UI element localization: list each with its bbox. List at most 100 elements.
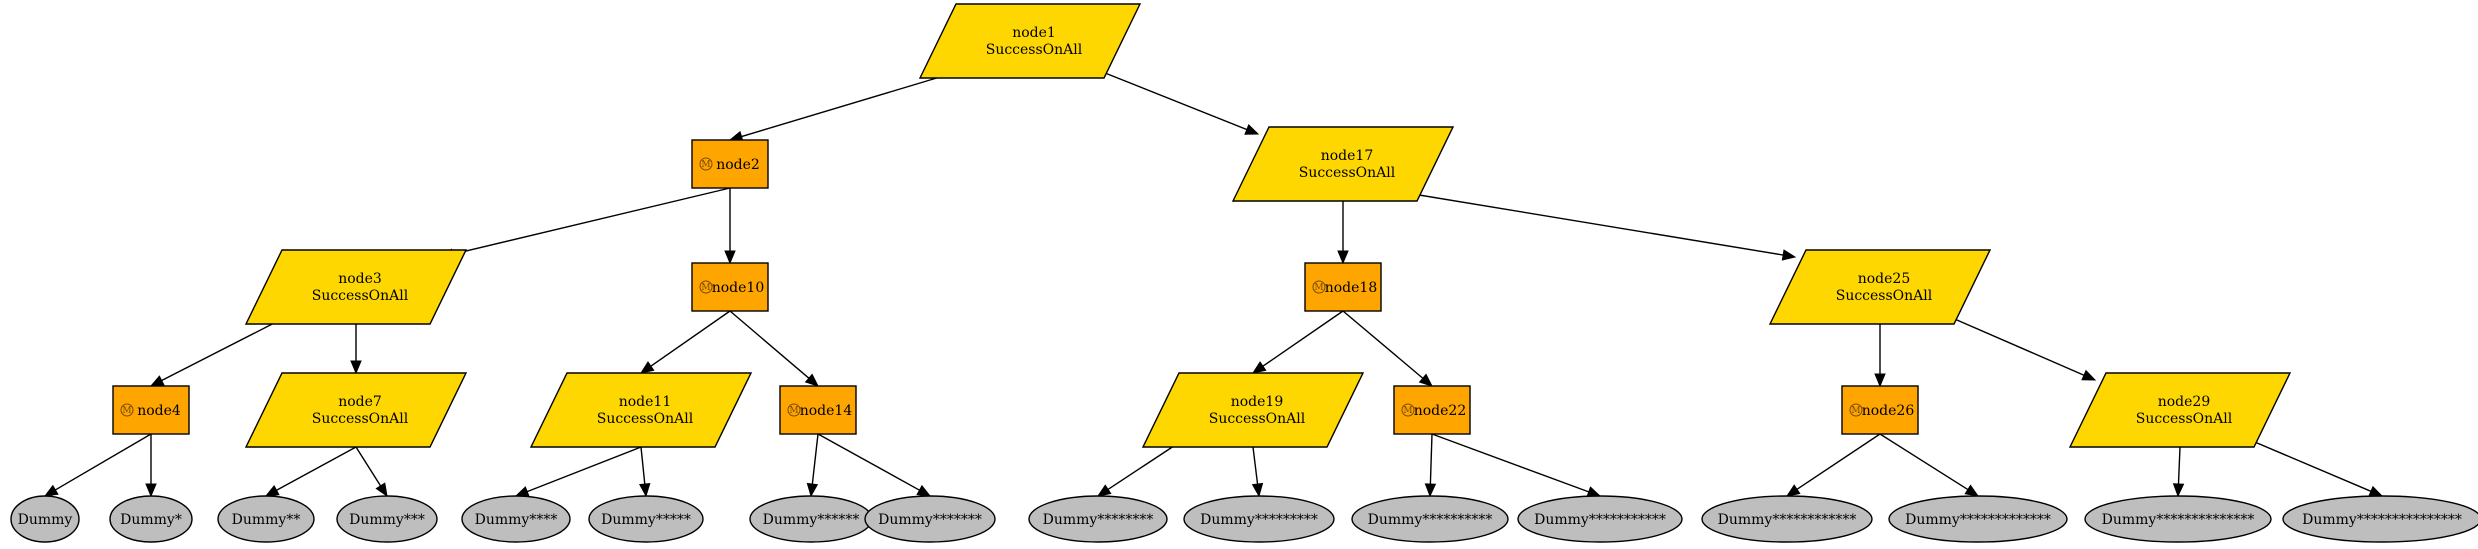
memory-icon-glyph: M — [1314, 283, 1323, 293]
node-label: node11 — [619, 394, 672, 410]
leaf-node-shape — [2282, 495, 2478, 543]
sequence-node-shape — [1304, 262, 1382, 312]
node-d10[interactable]: Dummy********* — [1183, 495, 1335, 543]
leaf-label: Dummy***** — [601, 512, 691, 528]
memory-icon-glyph: M — [1851, 406, 1860, 416]
sequence-node-shape — [1841, 385, 1919, 435]
leaf-label: Dummy********* — [1200, 512, 1318, 528]
edge-node10-node11 — [639, 310, 731, 374]
arrowhead-icon — [1424, 483, 1437, 498]
node-label: node4 — [137, 403, 181, 419]
edge-node7-d4 — [355, 446, 388, 498]
arrowhead-icon — [1964, 484, 1980, 497]
arrowhead-icon — [1244, 124, 1260, 135]
node-label: node26 — [1862, 403, 1915, 419]
node-d2[interactable]: Dummy* — [109, 495, 193, 543]
parallel-node-shape — [918, 3, 1142, 79]
node-label: node22 — [1414, 403, 1467, 419]
parallel-node-shape — [2068, 372, 2292, 448]
edge-node29-d15 — [2172, 446, 2185, 498]
node-label: node14 — [800, 403, 853, 419]
memory-icon: M — [1312, 280, 1326, 294]
arrowhead-icon — [639, 361, 655, 374]
arrowhead-icon — [43, 484, 59, 497]
node-d7[interactable]: Dummy****** — [749, 495, 873, 543]
leaf-label: Dummy********** — [1368, 512, 1493, 528]
node-d6[interactable]: Dummy***** — [588, 495, 704, 543]
sequence-node-shape — [1393, 385, 1471, 435]
node-d1[interactable]: Dummy — [10, 495, 80, 543]
node-d11[interactable]: Dummy********** — [1351, 495, 1509, 543]
edge-node2-node3 — [439, 187, 731, 260]
memory-icon-glyph: M — [1403, 406, 1412, 416]
leaf-node-shape — [10, 495, 80, 543]
edge-node17-node18 — [1337, 201, 1349, 265]
edge-node4-d1 — [43, 433, 152, 497]
node-d12[interactable]: Dummy*********** — [1517, 495, 1683, 543]
arrowhead-icon — [916, 484, 932, 497]
node-policy: SuccessOnAll — [1836, 288, 1933, 304]
edge-node1-node17 — [1099, 70, 1260, 135]
edge-node2-node10 — [724, 188, 736, 265]
arrowhead-icon — [145, 483, 157, 498]
sequence-node-shape — [691, 262, 769, 312]
node-policy: SuccessOnAll — [1209, 411, 1306, 427]
leaf-label: Dummy*********** — [1534, 512, 1666, 528]
node-label: node3 — [338, 271, 382, 287]
leaf-label: Dummy************** — [2102, 512, 2255, 528]
edges-layer — [43, 70, 2384, 498]
node-d3[interactable]: Dummy** — [217, 495, 315, 543]
edge-node4-d2 — [145, 434, 157, 498]
parallel-node-shape — [244, 249, 468, 325]
sequence-node-shape — [691, 139, 769, 189]
arrowhead-icon — [514, 486, 530, 497]
parallel-node-shape — [1231, 126, 1455, 202]
leaf-node-shape — [217, 495, 315, 543]
node-d9[interactable]: Dummy******** — [1028, 495, 1168, 543]
parallel-node-shape — [529, 372, 753, 448]
memory-icon: M — [787, 403, 801, 417]
memory-icon: M — [699, 157, 713, 171]
edge-node19-d10 — [1251, 446, 1264, 498]
edge-node19-d9 — [1096, 439, 1184, 497]
leaf-node-shape — [1888, 495, 2068, 543]
node-d5[interactable]: Dummy**** — [461, 495, 571, 543]
memory-icon: M — [120, 403, 134, 417]
memory-icon: M — [1401, 403, 1415, 417]
edge-node14-d8 — [817, 433, 932, 497]
arrowhead-icon — [2172, 483, 2185, 498]
memory-icon: M — [1849, 403, 1863, 417]
node-d8[interactable]: Dummy******* — [864, 495, 996, 543]
edge-node29-d16 — [2249, 439, 2384, 497]
edge-node25-node26 — [1874, 324, 1886, 388]
node-d16[interactable]: Dummy*************** — [2282, 495, 2478, 543]
node-d15[interactable]: Dummy************** — [2084, 495, 2272, 543]
node-label: node7 — [338, 394, 382, 410]
node-d13[interactable]: Dummy************ — [1701, 495, 1873, 543]
arrowhead-icon — [1418, 373, 1433, 387]
arrowhead-icon — [2368, 485, 2384, 497]
leaf-label: Dummy****** — [763, 512, 860, 528]
node-d4[interactable]: Dummy*** — [336, 495, 438, 543]
parallel-node-shape — [1141, 372, 1365, 448]
node-policy: SuccessOnAll — [1299, 165, 1396, 181]
leaf-node-shape — [336, 495, 438, 543]
edge-node3-node7 — [350, 324, 362, 375]
node-d14[interactable]: Dummy************* — [1888, 495, 2068, 543]
